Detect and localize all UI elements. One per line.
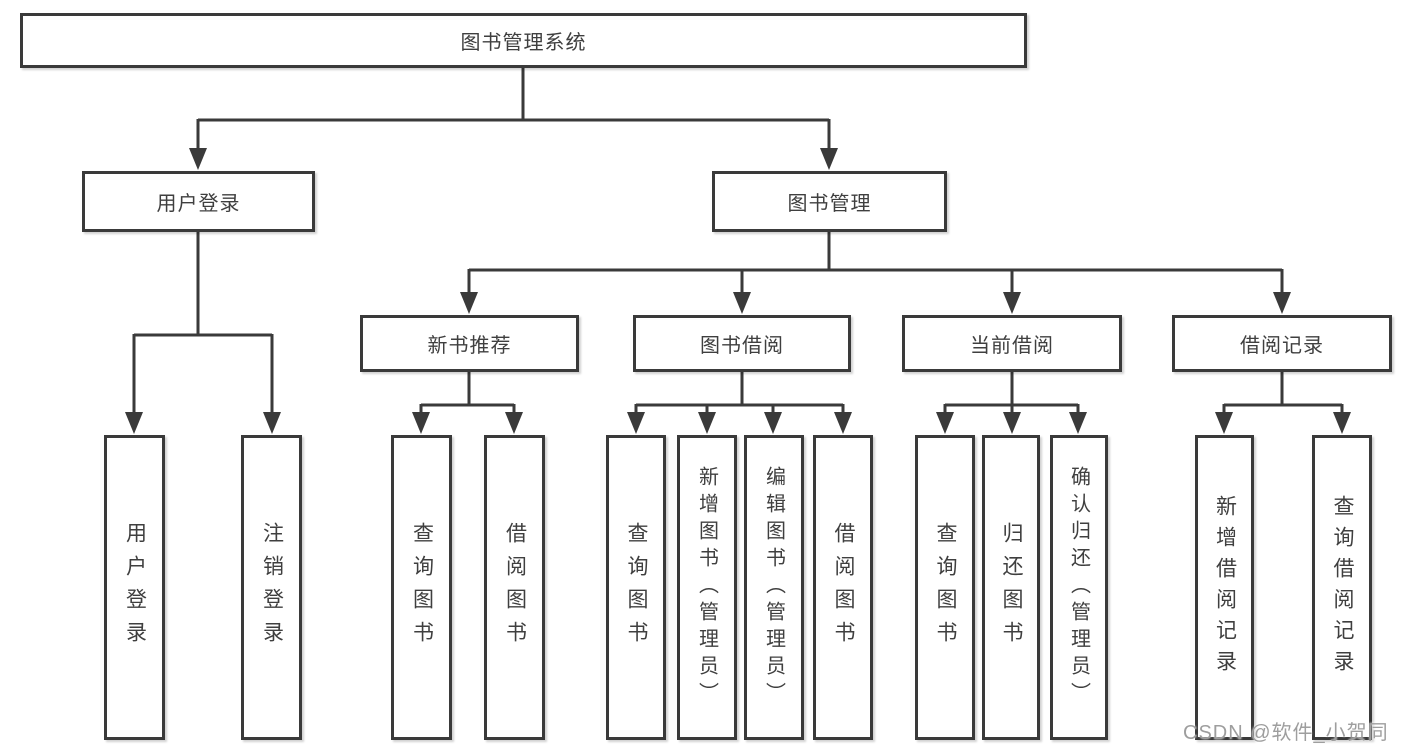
leaf-current-query-books: 查询图书 [915,435,975,740]
leaf-query-borrow-record: 查询借阅记录 [1312,435,1372,740]
leaf-add-borrow-record: 新增借阅记录 [1195,435,1254,740]
leaf-borrow-query-books: 查询图书 [606,435,666,740]
leaf-newbook-borrow-books: 借阅图书 [484,435,545,740]
node-book-management-label: 图书管理 [787,193,872,215]
leaf-confirm-return-admin-label: 确认归还（管理员） [1067,466,1090,709]
csdn-watermark: CSDN @软件_小贺同学 [1183,722,1389,744]
node-root-system: 图书管理系统 [20,13,1027,68]
leaf-return-books: 归还图书 [982,435,1040,740]
node-book-borrow: 图书借阅 [633,315,851,372]
arrowheads [125,148,1351,434]
node-book-borrow-label: 图书借阅 [700,335,784,357]
leaf-add-book-admin-label: 新增图书（管理员） [695,466,718,709]
leaf-logout: 注销登录 [241,435,302,740]
leaf-return-books-label: 归还图书 [1000,521,1023,654]
leaf-query-borrow-record-label: 查询借阅记录 [1331,494,1354,681]
node-borrow-record-label: 借阅记录 [1240,335,1324,357]
leaf-newbook-borrow-books-label: 借阅图书 [503,521,527,654]
leaf-edit-book-admin: 编辑图书（管理员） [744,435,804,740]
leaf-newbook-query-books-label: 查询图书 [410,521,434,654]
node-root-label: 图书管理系统 [460,32,587,54]
node-new-book-recommend-label: 新书推荐 [427,335,512,357]
node-book-management: 图书管理 [712,171,947,232]
node-user-login-label: 用户登录 [156,193,241,215]
leaf-confirm-return-admin: 确认归还（管理员） [1050,435,1108,740]
leaf-newbook-query-books: 查询图书 [391,435,452,740]
leaf-logout-label: 注销登录 [260,521,284,654]
leaf-add-borrow-record-label: 新增借阅记录 [1213,494,1237,681]
leaf-borrow-borrow-books-label: 借阅图书 [832,521,855,654]
leaf-add-book-admin: 新增图书（管理员） [677,435,737,740]
leaf-current-query-books-label: 查询图书 [934,521,957,654]
leaf-user-login: 用户登录 [104,435,165,740]
node-new-book-recommend: 新书推荐 [360,315,579,372]
node-current-borrow: 当前借阅 [902,315,1122,372]
node-current-borrow-label: 当前借阅 [970,335,1054,357]
node-user-login: 用户登录 [82,171,315,232]
leaf-edit-book-admin-label: 编辑图书（管理员） [762,466,785,709]
leaf-user-login-label: 用户登录 [123,521,147,654]
leaf-borrow-borrow-books: 借阅图书 [813,435,873,740]
node-borrow-record: 借阅记录 [1172,315,1392,372]
leaf-borrow-query-books-label: 查询图书 [625,521,648,654]
